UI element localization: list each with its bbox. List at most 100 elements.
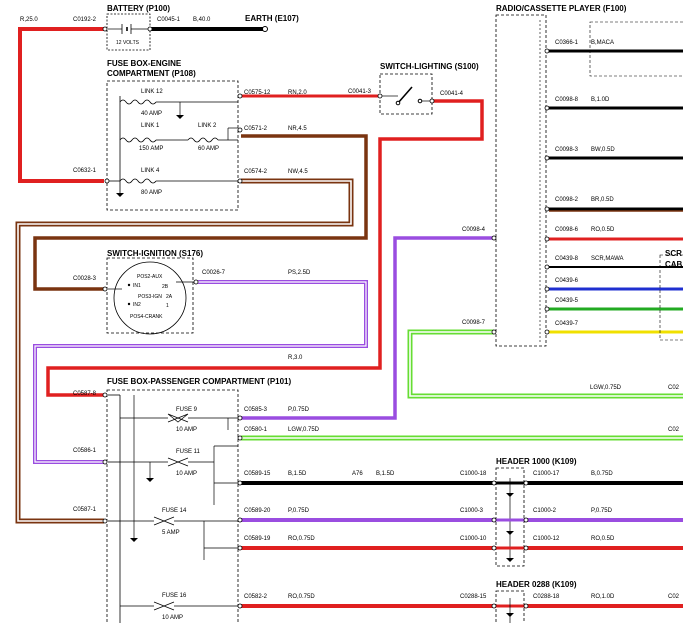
conn-c0571-2: C0571-2 (244, 126, 268, 132)
fuse-name-3: LINK 4 (141, 168, 160, 174)
conn-c0098-6: C0098-6 (555, 227, 579, 233)
pfuse-rating-0: 10 AMP (176, 427, 197, 433)
wire-label-a76: A76 (352, 471, 363, 477)
label-fusebox-passenger: FUSE BOX-PASSENGER COMPARTMENT (P101) (107, 377, 292, 386)
fuse-rating-1: 150 AMP (139, 146, 163, 152)
wire-label-ro075d: RO,0.75D (288, 536, 315, 542)
conn-c0439-5: C0439-5 (555, 298, 579, 304)
fusebox-engine-box (106, 80, 239, 211)
conn-c0439-7: C0439-7 (555, 321, 579, 327)
wire-nr45 (33, 134, 368, 291)
ign-pos-in1: IN1 (133, 283, 141, 289)
conn-c0632-1: C0632-1 (73, 168, 97, 174)
wire-label-nw45: NW,4.5 (288, 169, 308, 175)
wire-label-bw05d: BW,0.5D (591, 147, 615, 153)
conn-c02-a: C02 (668, 385, 680, 391)
ign-pos-1: 1 (166, 303, 169, 309)
conn-c0028-3: C0028-3 (73, 276, 97, 282)
conn-c0439-6: C0439-6 (555, 278, 579, 284)
wire-nw45 (15, 178, 354, 524)
fuse-name-2: LINK 2 (198, 123, 217, 129)
wire-label-b15d-a: B,1.5D (288, 471, 307, 477)
label-fusebox-engine-2: COMPARTMENT (P108) (107, 69, 196, 78)
fuse-rating-0: 40 AMP (141, 111, 162, 117)
conn-c0098-7: C0098-7 (462, 320, 486, 326)
pfuse-rating-1: 10 AMP (176, 471, 197, 477)
conn-c0589-19: C0589-19 (244, 536, 271, 542)
wire-label-r30: R,3.0 (288, 355, 303, 361)
pfuse-name-0: FUSE 9 (176, 407, 198, 413)
wire-label-p075d-a: P,0.75D (288, 407, 310, 413)
wire-label-macaw: B,MACA (591, 40, 614, 46)
wire-lgw-radio (407, 329, 683, 399)
conn-c0575-12: C0575-12 (244, 90, 271, 96)
pfuse-rating-2: 5 AMP (162, 530, 180, 536)
wire-label-b075d: B,0.75D (591, 471, 613, 477)
wire-r25 (18, 27, 105, 183)
radio-box (495, 14, 547, 347)
pfuse-name-3: FUSE 16 (162, 593, 187, 599)
conn-c0098-4: C0098-4 (462, 227, 486, 233)
conn-c0098-8: C0098-8 (555, 97, 579, 103)
ign-pos-2b: 2B (162, 284, 169, 290)
conn-c1000-17: C1000-17 (533, 471, 560, 477)
label-switch-ignition: SWITCH-IGNITION (S176) (107, 249, 203, 258)
ign-pos-aux: POS2-AUX (137, 274, 163, 280)
conn-c0366-1: C0366-1 (555, 40, 579, 46)
conn-c0582-2: C0582-2 (244, 594, 268, 600)
wire-label-b15d-b: B,1.5D (376, 471, 395, 477)
conn-c0098-2: C0098-2 (555, 197, 579, 203)
label-scr-cut-1: SCR (665, 249, 682, 258)
conn-c0041-4: C0041-4 (440, 91, 464, 97)
label-battery: BATTERY (P100) (107, 4, 170, 13)
label-earth: EARTH (E107) (245, 14, 299, 23)
fuse-name-0: LINK 12 (141, 89, 163, 95)
ign-pos-crank: POS4-CRANK (130, 314, 163, 320)
ign-pos-2a: 2A (166, 294, 173, 300)
wire-label-ro05d-a: RO,0.5D (591, 227, 615, 233)
wire-label-b40: B,40.0 (193, 17, 211, 23)
pfuse-rating-3: 10 AMP (162, 615, 183, 621)
wire-label-rn2: RN,2.0 (288, 90, 307, 96)
wire-label-ro05d-b: RO,0.5D (591, 536, 615, 542)
wire-label-ro075d-b: RO,0.75D (288, 594, 315, 600)
wire-ps25d (33, 280, 368, 464)
wire-label-lgw-a: LGW,0.75D (590, 385, 622, 391)
fuse-rating-3: 80 AMP (141, 190, 162, 196)
label-scr-cut-2: CAB (665, 260, 683, 269)
conn-c0045-1: C0045-1 (157, 17, 181, 23)
conn-c0026-7: C0026-7 (202, 270, 226, 276)
wire-label-p075d-c: P,0.75D (591, 508, 613, 514)
wire-label-ro10d: RO,1.0D (591, 594, 615, 600)
conn-c02-c: C02 (668, 594, 680, 600)
fuse-rating-2: 60 AMP (198, 146, 219, 152)
conn-c0589-15: C0589-15 (244, 471, 271, 477)
conn-c1000-12: C1000-12 (533, 536, 560, 542)
conn-c0041-3: C0041-3 (348, 89, 372, 95)
fuse-name-1: LINK 1 (141, 123, 160, 129)
pfuse-name-1: FUSE 11 (176, 449, 201, 455)
label-fusebox-engine-1: FUSE BOX-ENGINE (107, 59, 182, 68)
wire-label-br05d: BR,0.5D (591, 197, 614, 203)
battery-box (106, 13, 151, 51)
conn-c0580-1: C0580-1 (244, 427, 268, 433)
conn-c1000-18: C1000-18 (460, 471, 487, 477)
switch-ignition-box (106, 257, 194, 334)
conn-c1000-3: C1000-3 (460, 508, 484, 514)
conn-c0586-1: C0586-1 (73, 448, 97, 454)
conn-c0587-8: C0587-8 (73, 391, 97, 397)
conn-c0587-1: C0587-1 (73, 507, 97, 513)
label-battery-volts: 12 VOLTS (116, 40, 140, 46)
label-switch-lighting: SWITCH-LIGHTING (S100) (380, 62, 479, 71)
conn-c0574-2: C0574-2 (244, 169, 268, 175)
wire-label-lgw-b: LGW,0.75D (288, 427, 320, 433)
wire-label-ps25d: PS,2.5D (288, 270, 311, 276)
conn-c0288-18: C0288-18 (533, 594, 560, 600)
pfuse-name-2: FUSE 14 (162, 508, 187, 514)
label-header-0288: HEADER 0288 (K109) (496, 580, 577, 589)
conn-c02-b: C02 (668, 427, 680, 433)
label-radio: RADIO/CASSETTE PLAYER (F100) (496, 4, 627, 13)
wire-label-p075d-b: P,0.75D (288, 508, 310, 514)
fusebox-passenger-box (106, 389, 239, 623)
